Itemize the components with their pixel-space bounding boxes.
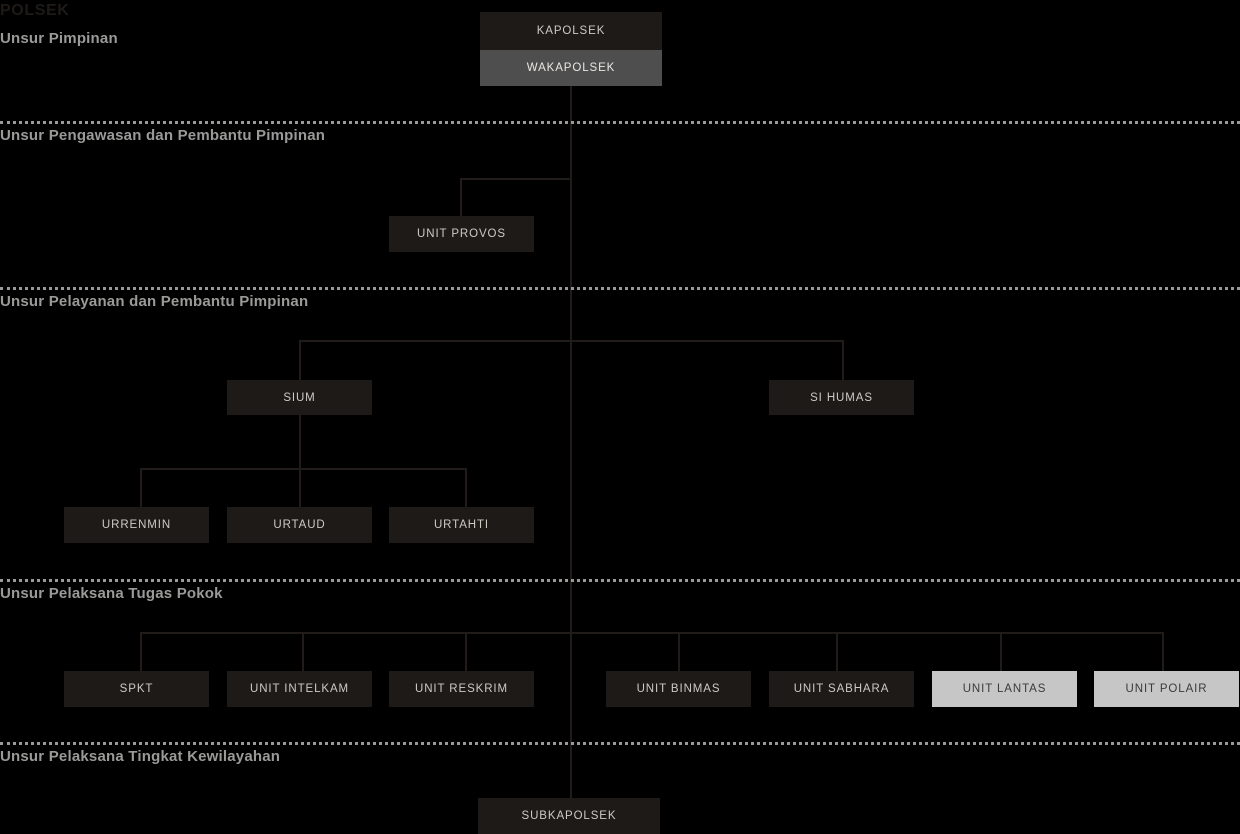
- node-unit-polair[interactable]: UNIT POLAIR: [1094, 671, 1239, 707]
- section-label-unsur-pengawasan: Unsur Pengawasan dan Pembantu Pimpinan: [0, 127, 326, 144]
- node-kapolsek[interactable]: KAPOLSEK: [480, 12, 662, 50]
- node-urtahti[interactable]: URTAHTI: [389, 507, 534, 543]
- section-label-unsur-pelaksana-tugas: Unsur Pelaksana Tugas Pokok: [0, 585, 223, 602]
- trunk-line-main: [570, 86, 572, 798]
- connector-sihumas-drop: [842, 340, 844, 380]
- connector-sium-to-subbus: [299, 415, 301, 468]
- connector-pelaksana-bus: [140, 632, 1163, 634]
- connector-ur-bus: [140, 468, 467, 470]
- node-si-humas[interactable]: SI HUMAS: [769, 380, 914, 415]
- connector-sium-drop: [299, 340, 301, 380]
- connector-intelkam-drop: [302, 632, 304, 671]
- node-unit-binmas[interactable]: UNIT BINMAS: [606, 671, 751, 707]
- node-wakapolsek[interactable]: WAKAPOLSEK: [480, 50, 662, 86]
- connector-urtaud-drop: [299, 468, 301, 507]
- connector-spkt-drop: [140, 632, 142, 671]
- connector-sabhara-drop: [836, 632, 838, 671]
- connector-urtahti-drop: [465, 468, 467, 507]
- section-divider-1: [0, 121, 1240, 124]
- node-unit-lantas[interactable]: UNIT LANTAS: [932, 671, 1077, 707]
- section-divider-3: [0, 579, 1240, 582]
- node-spkt[interactable]: SPKT: [64, 671, 209, 707]
- node-unit-intelkam[interactable]: UNIT INTELKAM: [227, 671, 372, 707]
- connector-sium-humas-bus: [299, 340, 844, 342]
- connector-binmas-drop: [678, 632, 680, 671]
- node-unit-reskrim[interactable]: UNIT RESKRIM: [389, 671, 534, 707]
- node-unit-provos[interactable]: UNIT PROVOS: [389, 216, 534, 252]
- connector-reskrim-drop: [465, 632, 467, 671]
- page-title: POLSEK: [0, 2, 70, 19]
- section-divider-4: [0, 742, 1240, 745]
- node-urtaud[interactable]: URTAUD: [227, 507, 372, 543]
- connector-provos-horizontal: [460, 178, 571, 180]
- connector-polair-drop: [1162, 632, 1164, 671]
- section-divider-2: [0, 287, 1240, 290]
- section-label-unsur-pimpinan: Unsur Pimpinan: [0, 30, 118, 47]
- section-label-unsur-pelayanan: Unsur Pelayanan dan Pembantu Pimpinan: [0, 293, 309, 310]
- connector-provos-vertical: [460, 178, 462, 217]
- section-label-unsur-kewilayahan: Unsur Pelaksana Tingkat Kewilayahan: [0, 748, 281, 765]
- node-unit-sabhara[interactable]: UNIT SABHARA: [769, 671, 914, 707]
- node-subkapolsek[interactable]: SUBKAPOLSEK: [478, 798, 660, 834]
- connector-lantas-drop: [1000, 632, 1002, 671]
- node-urrenmin[interactable]: URRENMIN: [64, 507, 209, 543]
- node-sium[interactable]: SIUM: [227, 380, 372, 415]
- connector-urrenmin-drop: [140, 468, 142, 507]
